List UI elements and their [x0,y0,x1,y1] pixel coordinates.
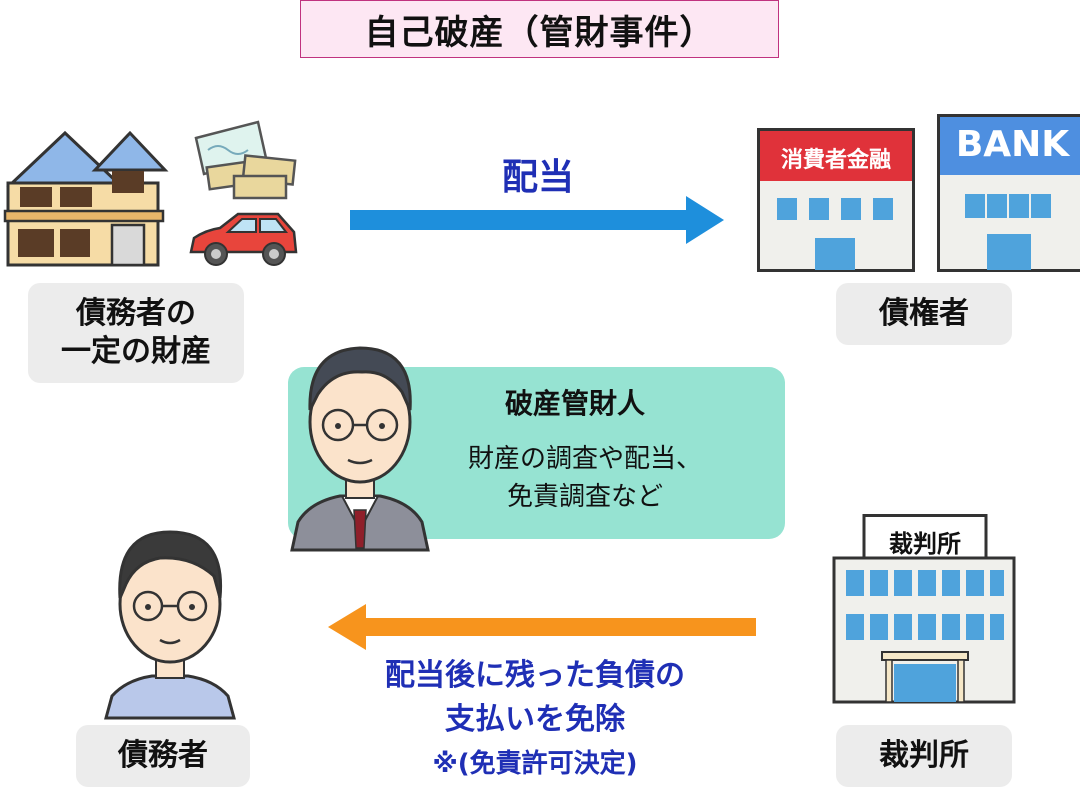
creditor-label: 債権者 [836,283,1012,345]
money-icon [186,120,301,202]
debtor-property-label-line1: 債務者の [76,295,196,333]
debtor-property-label-line2: 一定の財産 [61,333,211,371]
trustee-description-line2: 免責調査など [420,478,750,516]
exemption-arrow [326,604,756,650]
exemption-note: ※(免責許可決定) [330,742,740,786]
court-label: 裁判所 [836,725,1012,787]
trustee-title: 破産管財人 [440,382,710,422]
trustee-person-icon [290,330,430,550]
exemption-text: 配当後に残った負債の 支払いを免除 ※(免責許可決定) [330,654,740,786]
debtor-label: 債務者 [76,725,250,787]
car-icon [186,210,301,270]
exemption-text-line2: 支払いを免除 [330,698,740,742]
bank-sign: BANK [950,124,1075,165]
dividend-arrow [350,196,726,246]
exemption-text-line1: 配当後に残った負債の [330,654,740,698]
consumer-finance-sign: 消費者金融 [760,142,912,174]
court-sign: 裁判所 [864,524,986,559]
dividend-label: 配当 [478,148,598,200]
trustee-description: 財産の調査や配当、 免責調査など [420,440,750,516]
debtor-person-icon [100,518,240,718]
house-icon [0,125,170,270]
trustee-description-line1: 財産の調査や配当、 [420,440,750,478]
page-title: 自己破産（管財事件） [300,0,779,58]
debtor-property-label: 債務者の 一定の財産 [28,283,244,383]
